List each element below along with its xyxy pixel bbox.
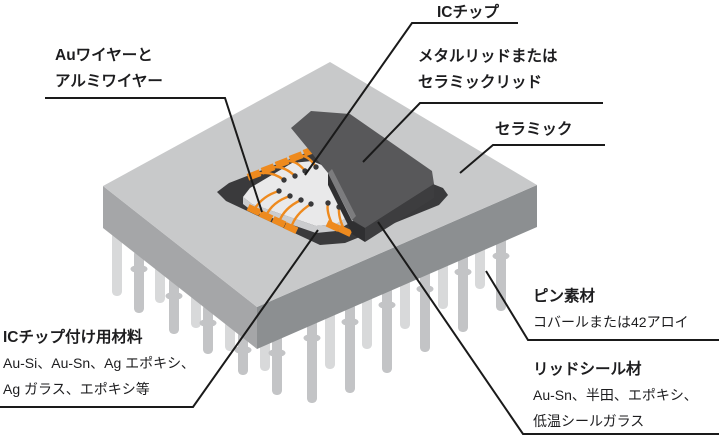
lid-flap-face (328, 173, 352, 233)
label-lid-seal: リッドシール材 Au-Sn、半田、エポキシ、 低温シールガラス (533, 357, 698, 434)
label-pin-material-line1: コバールまたは42アロイ (533, 314, 689, 330)
label-bond-wires-line1: Auワイヤーと (55, 47, 153, 64)
label-ceramic: セラミック (495, 117, 573, 143)
label-pin-material: ピン素材 コバールまたは42アロイ (533, 284, 689, 336)
leader-die-attach (0, 229, 319, 408)
pin-row-back (112, 232, 485, 371)
lid-step-edge (328, 169, 356, 220)
leader-ic-chip (304, 22, 518, 176)
leader-ceramic (459, 144, 605, 174)
leader-lines (0, 22, 719, 435)
label-lid-seal-line2: 低温シールガラス (533, 412, 645, 429)
label-die-attach-line2: Ag ガラス、エポキシ等 (3, 380, 150, 397)
label-lid-seal-line1: Au-Sn、半田、エポキシ、 (533, 387, 698, 403)
label-bond-wires-line2: アルミワイヤー (55, 73, 163, 90)
label-ceramic-title: セラミック (495, 121, 573, 138)
label-lid: メタルリッドまたは セラミックリッド (418, 44, 558, 96)
label-ic-chip: ICチップ (437, 0, 499, 26)
leader-lid (362, 102, 603, 163)
label-ic-chip-title: ICチップ (437, 4, 500, 21)
lid-front-face (352, 221, 365, 242)
bond-wires (252, 149, 347, 233)
leader-pin-material (485, 270, 719, 341)
label-die-attach-title: ICチップ付け用材料 (3, 329, 143, 346)
leader-bond-wires (45, 97, 263, 213)
label-die-attach-line1: Au-Si、Au-Sn、Ag エポキシ、 (3, 355, 195, 371)
label-bond-wires: Auワイヤーと アルミワイヤー (55, 43, 163, 95)
lid-top-face (291, 111, 434, 228)
package-left-face (103, 186, 257, 349)
label-pin-material-title: ピン素材 (533, 288, 596, 305)
label-lid-line2: セラミックリッド (418, 74, 543, 91)
leader-lid-seal (377, 221, 719, 435)
label-lid-seal-title: リッドシール材 (533, 361, 642, 378)
label-lid-line1: メタルリッドまたは (418, 48, 558, 65)
bond-dots (276, 164, 342, 210)
package-right-face (257, 185, 537, 349)
pin-row-front (130, 237, 510, 403)
pin-grid (112, 232, 510, 403)
label-die-attach: ICチップ付け用材料 Au-Si、Au-Sn、Ag エポキシ、 Ag ガラス、エ… (3, 325, 195, 402)
